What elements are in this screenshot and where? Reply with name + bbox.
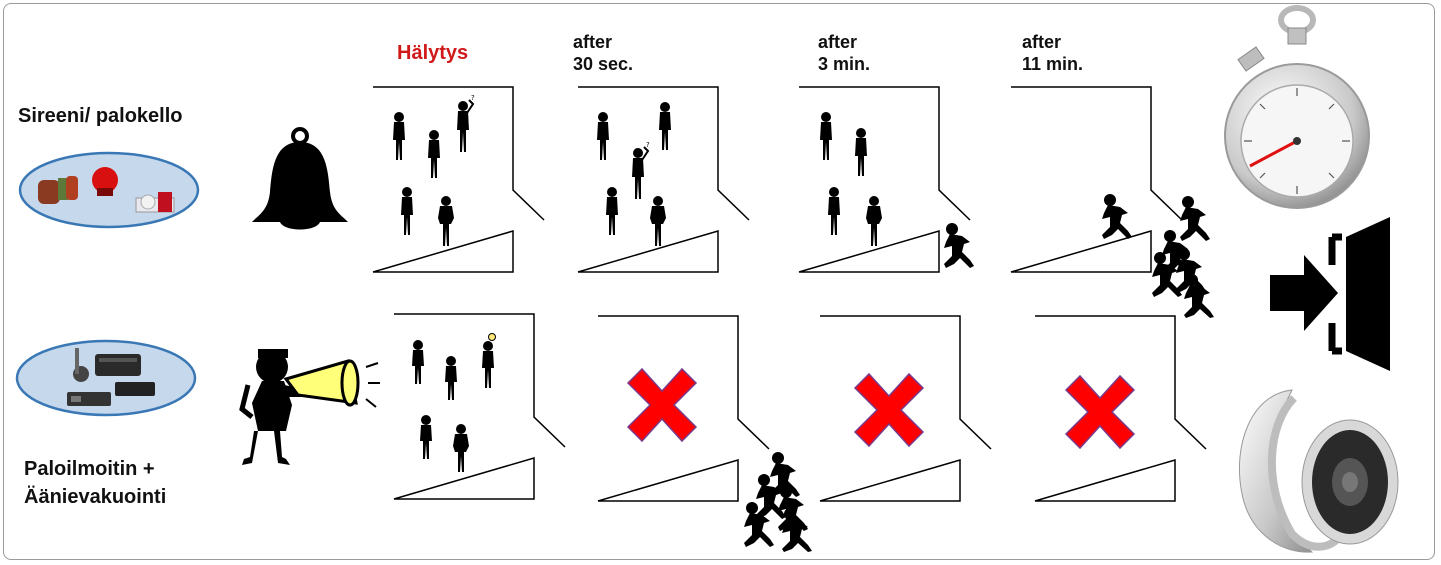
stopwatch-icon [1222, 6, 1372, 211]
standing-person [418, 415, 434, 461]
standing-person [390, 112, 408, 162]
running-person [940, 222, 978, 270]
header-after-3-min: after 3 min. [818, 31, 870, 75]
standing-person [452, 424, 470, 474]
standing-person [594, 112, 612, 162]
header-after-11-min: after 11 min. [1022, 31, 1083, 75]
svg-text:?: ? [471, 94, 475, 102]
siren-devices-image [18, 150, 200, 230]
standing-person [398, 187, 416, 237]
standing-person [410, 340, 426, 386]
row-label-siren: Sireeni/ palokello [18, 104, 183, 128]
running-group [1150, 196, 1220, 318]
standing-person-confused: ? [453, 96, 477, 154]
empty-room-cross-3-min [851, 370, 927, 450]
standing-person [436, 196, 456, 248]
fire-alarm-devices-image [15, 338, 197, 418]
bell-icon [250, 126, 350, 234]
standing-person [864, 196, 884, 248]
svg-text:?: ? [646, 141, 650, 149]
standing-person [425, 130, 443, 180]
standing-person [825, 187, 843, 237]
standing-person [817, 112, 835, 162]
header-after-30-sec: after 30 sec. [573, 31, 633, 75]
standing-person [656, 102, 674, 152]
speaker-icon [1232, 384, 1402, 556]
header-alarm: Hälytys [397, 42, 468, 64]
standing-person-idea [478, 332, 500, 390]
standing-person-confused: ? [628, 143, 652, 201]
standing-person [443, 356, 459, 402]
empty-room-cross-11-min [1062, 372, 1138, 452]
row-label-fire-alarm-voice: Paloilmoitin + Äänievakuointi [24, 455, 166, 511]
running-person [1098, 193, 1136, 241]
megaphone-person-icon [238, 345, 383, 467]
exit-door-icon [1268, 215, 1398, 373]
standing-person [603, 187, 621, 237]
empty-room-cross-30-sec [624, 365, 700, 445]
standing-person [648, 196, 668, 248]
running-group [740, 452, 818, 552]
standing-person [852, 128, 870, 178]
